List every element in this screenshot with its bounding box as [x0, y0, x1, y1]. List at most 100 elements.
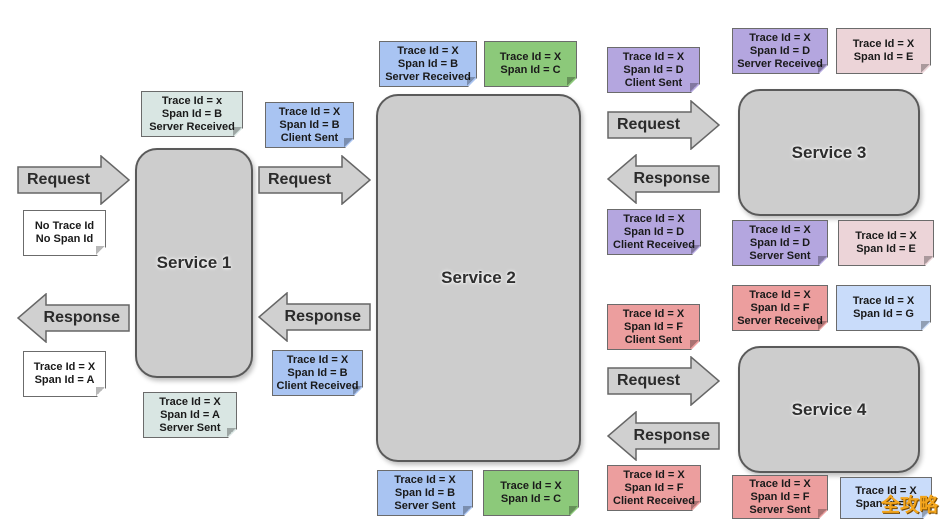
note-line: Span Id = E: [853, 51, 914, 63]
response-arrow-service-2-to-1: Response: [258, 292, 371, 342]
service-1-label: Service 1: [156, 253, 232, 272]
note-service-4-client-received: Trace Id = X Span Id = F Client Received: [607, 465, 701, 511]
note-line: Trace Id = X: [278, 105, 341, 118]
note-line: Trace Id = X: [852, 295, 915, 307]
watermark-text: 全攻略: [880, 495, 938, 516]
note-line: Client Sent: [624, 333, 683, 346]
note-line: Span Id = B: [397, 57, 459, 70]
note-line: Trace Id = X: [397, 44, 459, 57]
request-arrow-service-1-to-2: Request: [258, 155, 371, 205]
note-line: Trace Id = X: [855, 485, 917, 497]
note-service-1-response: Trace Id = X Span Id = A: [23, 351, 106, 397]
note-line: Span Id = B: [287, 366, 348, 379]
note-no-trace: No Trace Id No Span Id: [23, 210, 106, 256]
response-arrow-out-service-1: Response: [17, 293, 130, 343]
note-service-3-client-sent: Trace Id = X Span Id = D Client Sent: [607, 47, 700, 93]
response-label-2: Response: [284, 308, 361, 325]
service-1-box: Service 1: [135, 148, 253, 378]
note-line: Span Id = B: [161, 107, 223, 120]
note-line: Trace Id = X: [749, 477, 811, 490]
request-arrow-service-2-to-3: Request: [607, 100, 720, 150]
response-label-1: Response: [43, 309, 120, 326]
note-line: Span Id = G: [853, 308, 914, 320]
note-line: Span Id = D: [623, 225, 685, 238]
request-label-3: Request: [617, 116, 681, 133]
note-service-3-server-received: Trace Id = X Span Id = D Server Received: [732, 28, 828, 74]
note-line: Server Received: [737, 314, 823, 327]
note-service-4-server-sent: Trace Id = X Span Id = F Server Sent: [732, 475, 828, 519]
service-2-label: Service 2: [441, 268, 516, 287]
note-line: Trace Id = X: [852, 38, 915, 50]
note-line: Server Sent: [749, 249, 811, 262]
note-service-3-span-e-bottom: Trace Id = X Span Id = E: [838, 220, 934, 266]
note-line: Trace Id = X: [33, 361, 96, 373]
note-line: Span Id = D: [749, 44, 811, 57]
response-arrow-service-3-to-2: Response: [607, 154, 720, 204]
note-service-2-span-c-top: Trace Id = X Span Id = C: [484, 41, 577, 87]
note-line: Trace Id = X: [394, 473, 456, 486]
note-line: Client Sent: [280, 131, 339, 144]
note-line: Span Id = B: [279, 118, 340, 131]
note-service-2-server-received: Trace Id = X Span Id = B Server Received: [379, 41, 477, 87]
note-line: Span Id = B: [394, 486, 456, 499]
note-line: Trace Id = X: [500, 480, 562, 492]
service-4-box: Service 4: [738, 346, 920, 473]
note-line: Client Received: [613, 238, 695, 251]
note-line: Trace Id = X: [622, 307, 685, 320]
note-line: No Trace Id: [34, 220, 95, 232]
note-service-1-server-sent: Trace Id = X Span Id = A Server Sent: [143, 392, 237, 438]
note-line: Trace Id = X: [159, 395, 221, 408]
note-line: Span Id = G: [855, 498, 917, 510]
note-service-4-span-g-top: Trace Id = X Span Id = G: [836, 285, 931, 331]
note-line: Trace Id = X: [286, 353, 349, 366]
note-line: Trace Id = X: [499, 51, 562, 63]
note-service-1-client-received: Trace Id = X Span Id = B Client Received: [272, 350, 363, 396]
note-line: Server Received: [737, 57, 823, 70]
note-service-1-client-sent: Trace Id = X Span Id = B Client Sent: [265, 102, 354, 148]
note-line: Client Sent: [624, 76, 683, 89]
request-label-4: Request: [617, 372, 681, 389]
note-line: Server Sent: [749, 503, 811, 516]
note-service-4-client-sent: Trace Id = X Span Id = F Client Sent: [607, 304, 700, 350]
note-line: Trace Id = X: [623, 468, 685, 481]
response-label-4: Response: [633, 427, 710, 444]
note-line: No Span Id: [35, 233, 94, 245]
note-line: Span Id = C: [500, 493, 562, 505]
note-line: Trace Id = X: [623, 212, 685, 225]
note-service-3-span-e-top: Trace Id = X Span Id = E: [836, 28, 931, 74]
note-line: Span Id = C: [500, 64, 561, 76]
note-service-2-server-sent: Trace Id = X Span Id = B Server Sent: [377, 470, 473, 516]
response-label-3: Response: [633, 170, 710, 187]
note-line: Client Received: [276, 379, 359, 392]
note-line: Span Id = D: [623, 63, 684, 76]
service-2-box: Service 2: [376, 94, 581, 462]
note-service-2-span-c-bottom: Trace Id = X Span Id = C: [483, 470, 579, 516]
note-line: Span Id = A: [160, 408, 220, 421]
note-line: Trace Id = x: [161, 94, 223, 107]
service-3-label: Service 3: [791, 142, 867, 162]
note-line: Server Sent: [159, 421, 221, 434]
note-line: Trace Id = X: [749, 223, 811, 236]
note-service-4-span-g-bottom: Trace Id = X Span Id = G: [840, 477, 932, 519]
note-line: Span Id = F: [750, 301, 810, 314]
note-line: Client Received: [613, 494, 695, 507]
note-service-4-server-received: Trace Id = X Span Id = F Server Received: [732, 285, 828, 331]
note-line: Span Id = F: [624, 481, 684, 494]
note-line: Server Received: [385, 70, 471, 83]
note-line: Span Id = F: [624, 320, 683, 333]
note-line: Trace Id = X: [749, 31, 811, 44]
request-arrow-service-2-to-4: Request: [607, 356, 720, 406]
request-arrow-into-service-1: Request: [17, 155, 130, 205]
service-4-label: Service 4: [791, 399, 867, 419]
note-line: Span Id = E: [856, 243, 916, 255]
request-label-2: Request: [268, 171, 332, 188]
note-line: Trace Id = X: [749, 288, 811, 301]
note-service-1-server-received: Trace Id = x Span Id = B Server Received: [141, 91, 243, 137]
response-arrow-service-4-to-2: Response: [607, 411, 720, 461]
note-line: Span Id = F: [750, 490, 810, 503]
note-line: Trace Id = X: [622, 50, 685, 63]
note-service-3-client-received: Trace Id = X Span Id = D Client Received: [607, 209, 701, 255]
request-label-1: Request: [27, 171, 91, 188]
note-line: Trace Id = X: [855, 230, 917, 242]
note-line: Server Sent: [394, 499, 456, 512]
